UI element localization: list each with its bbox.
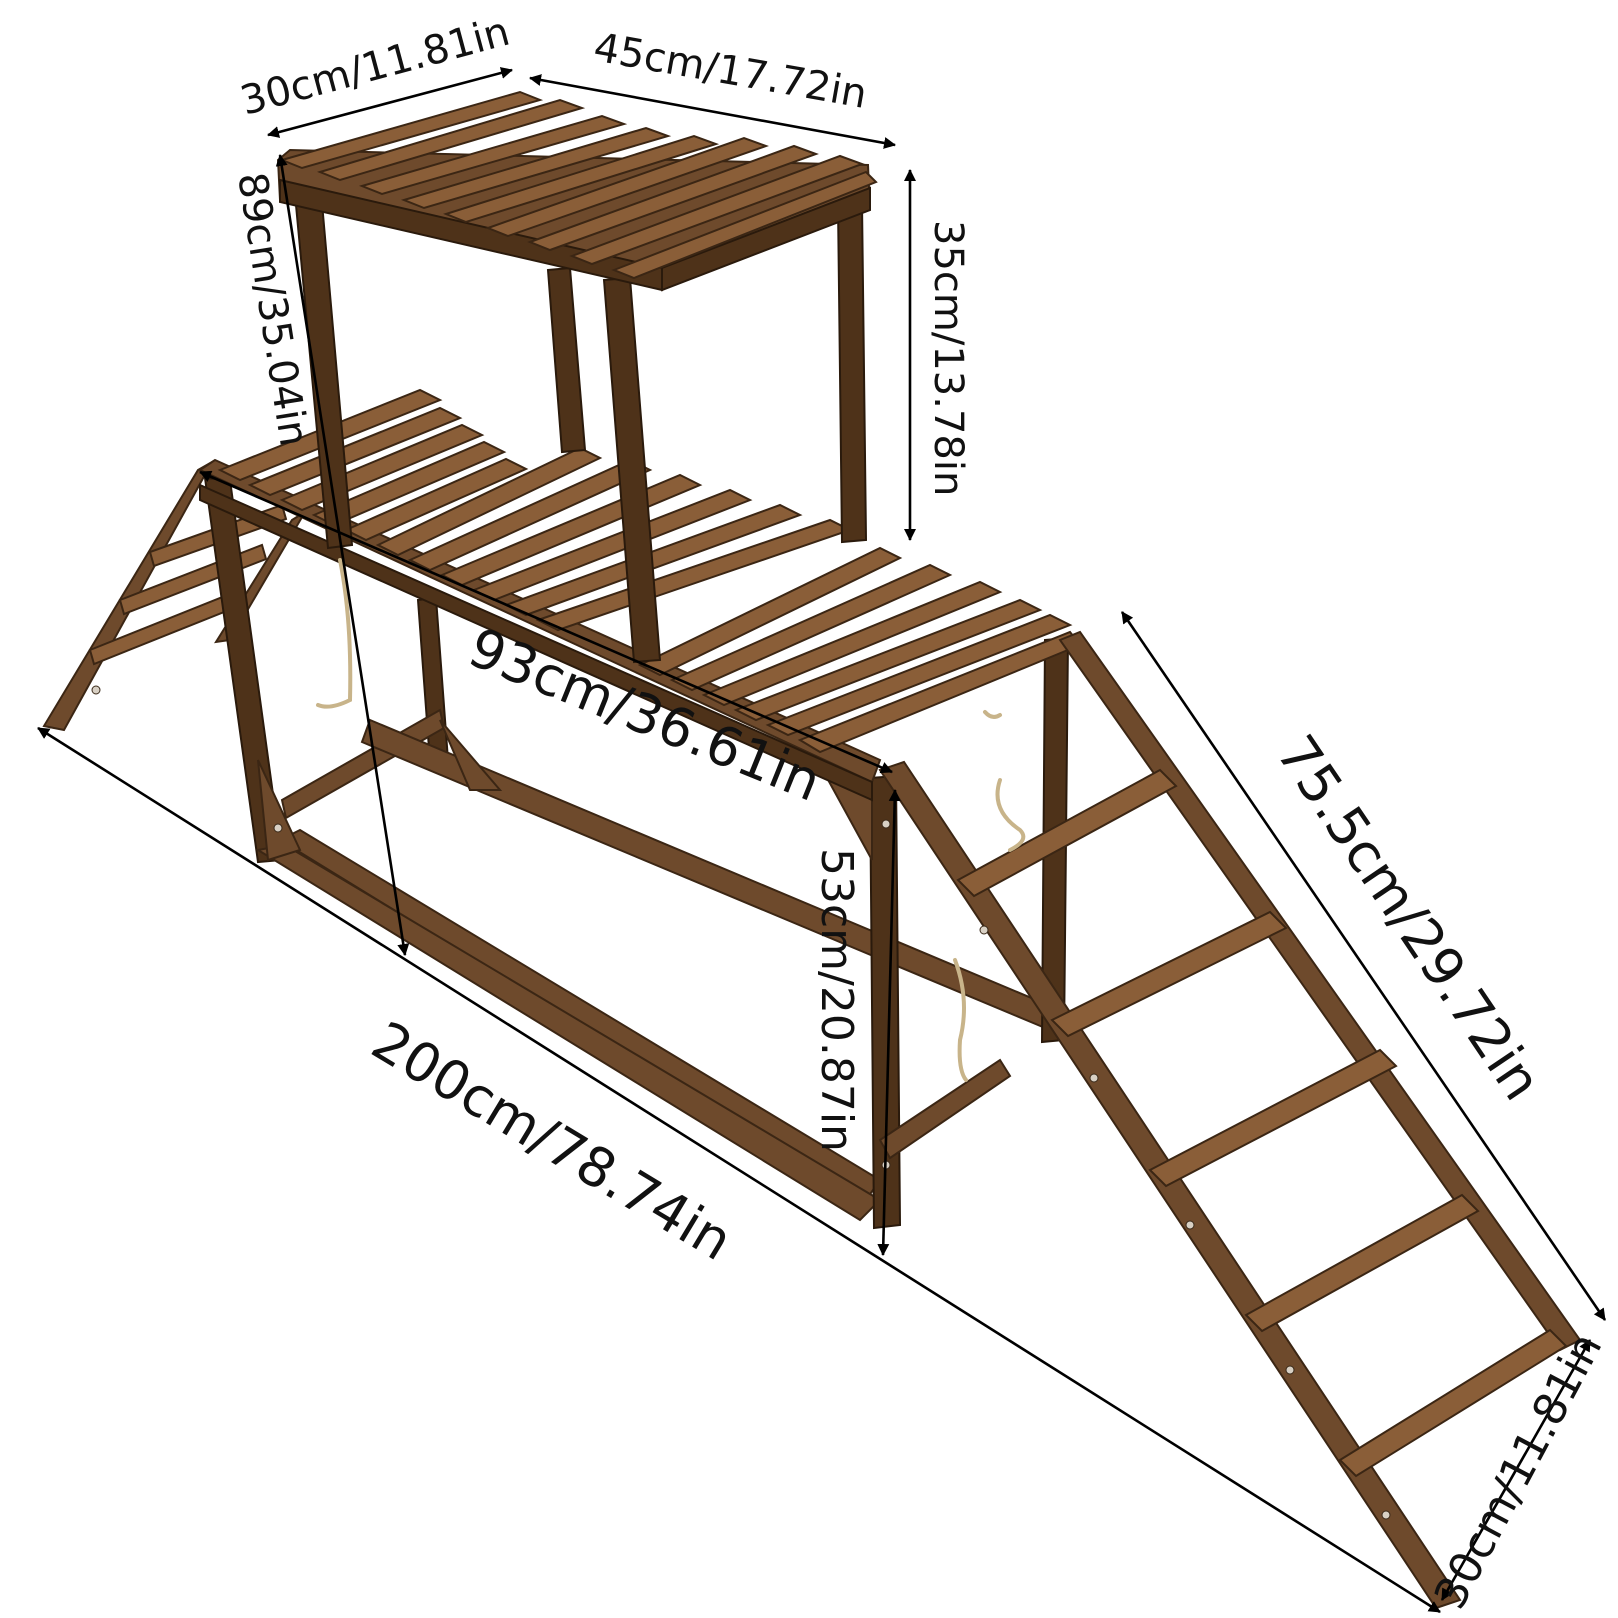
- deck-length-arrow: [199, 470, 893, 774]
- ladder-width-arrow: [1440, 1339, 1592, 1601]
- top-height-label: 35cm/13.78in: [925, 220, 971, 496]
- upper-platform: [276, 90, 878, 292]
- top-depth-arrow: [267, 67, 513, 138]
- right-ladder: [878, 630, 1582, 1610]
- total-length-label: 200cm/78.74in: [361, 1009, 743, 1273]
- dimension-arrows: [37, 67, 1607, 1614]
- ladder-length-label: 75.5cm/29.72in: [1264, 724, 1554, 1111]
- top-width-label: 45cm/17.72in: [590, 25, 870, 118]
- total-length-arrow: [37, 726, 1441, 1614]
- top-width-arrow: [529, 74, 896, 149]
- left-ramp: [42, 459, 306, 732]
- deck-height-label: 53cm/20.87in: [811, 848, 862, 1152]
